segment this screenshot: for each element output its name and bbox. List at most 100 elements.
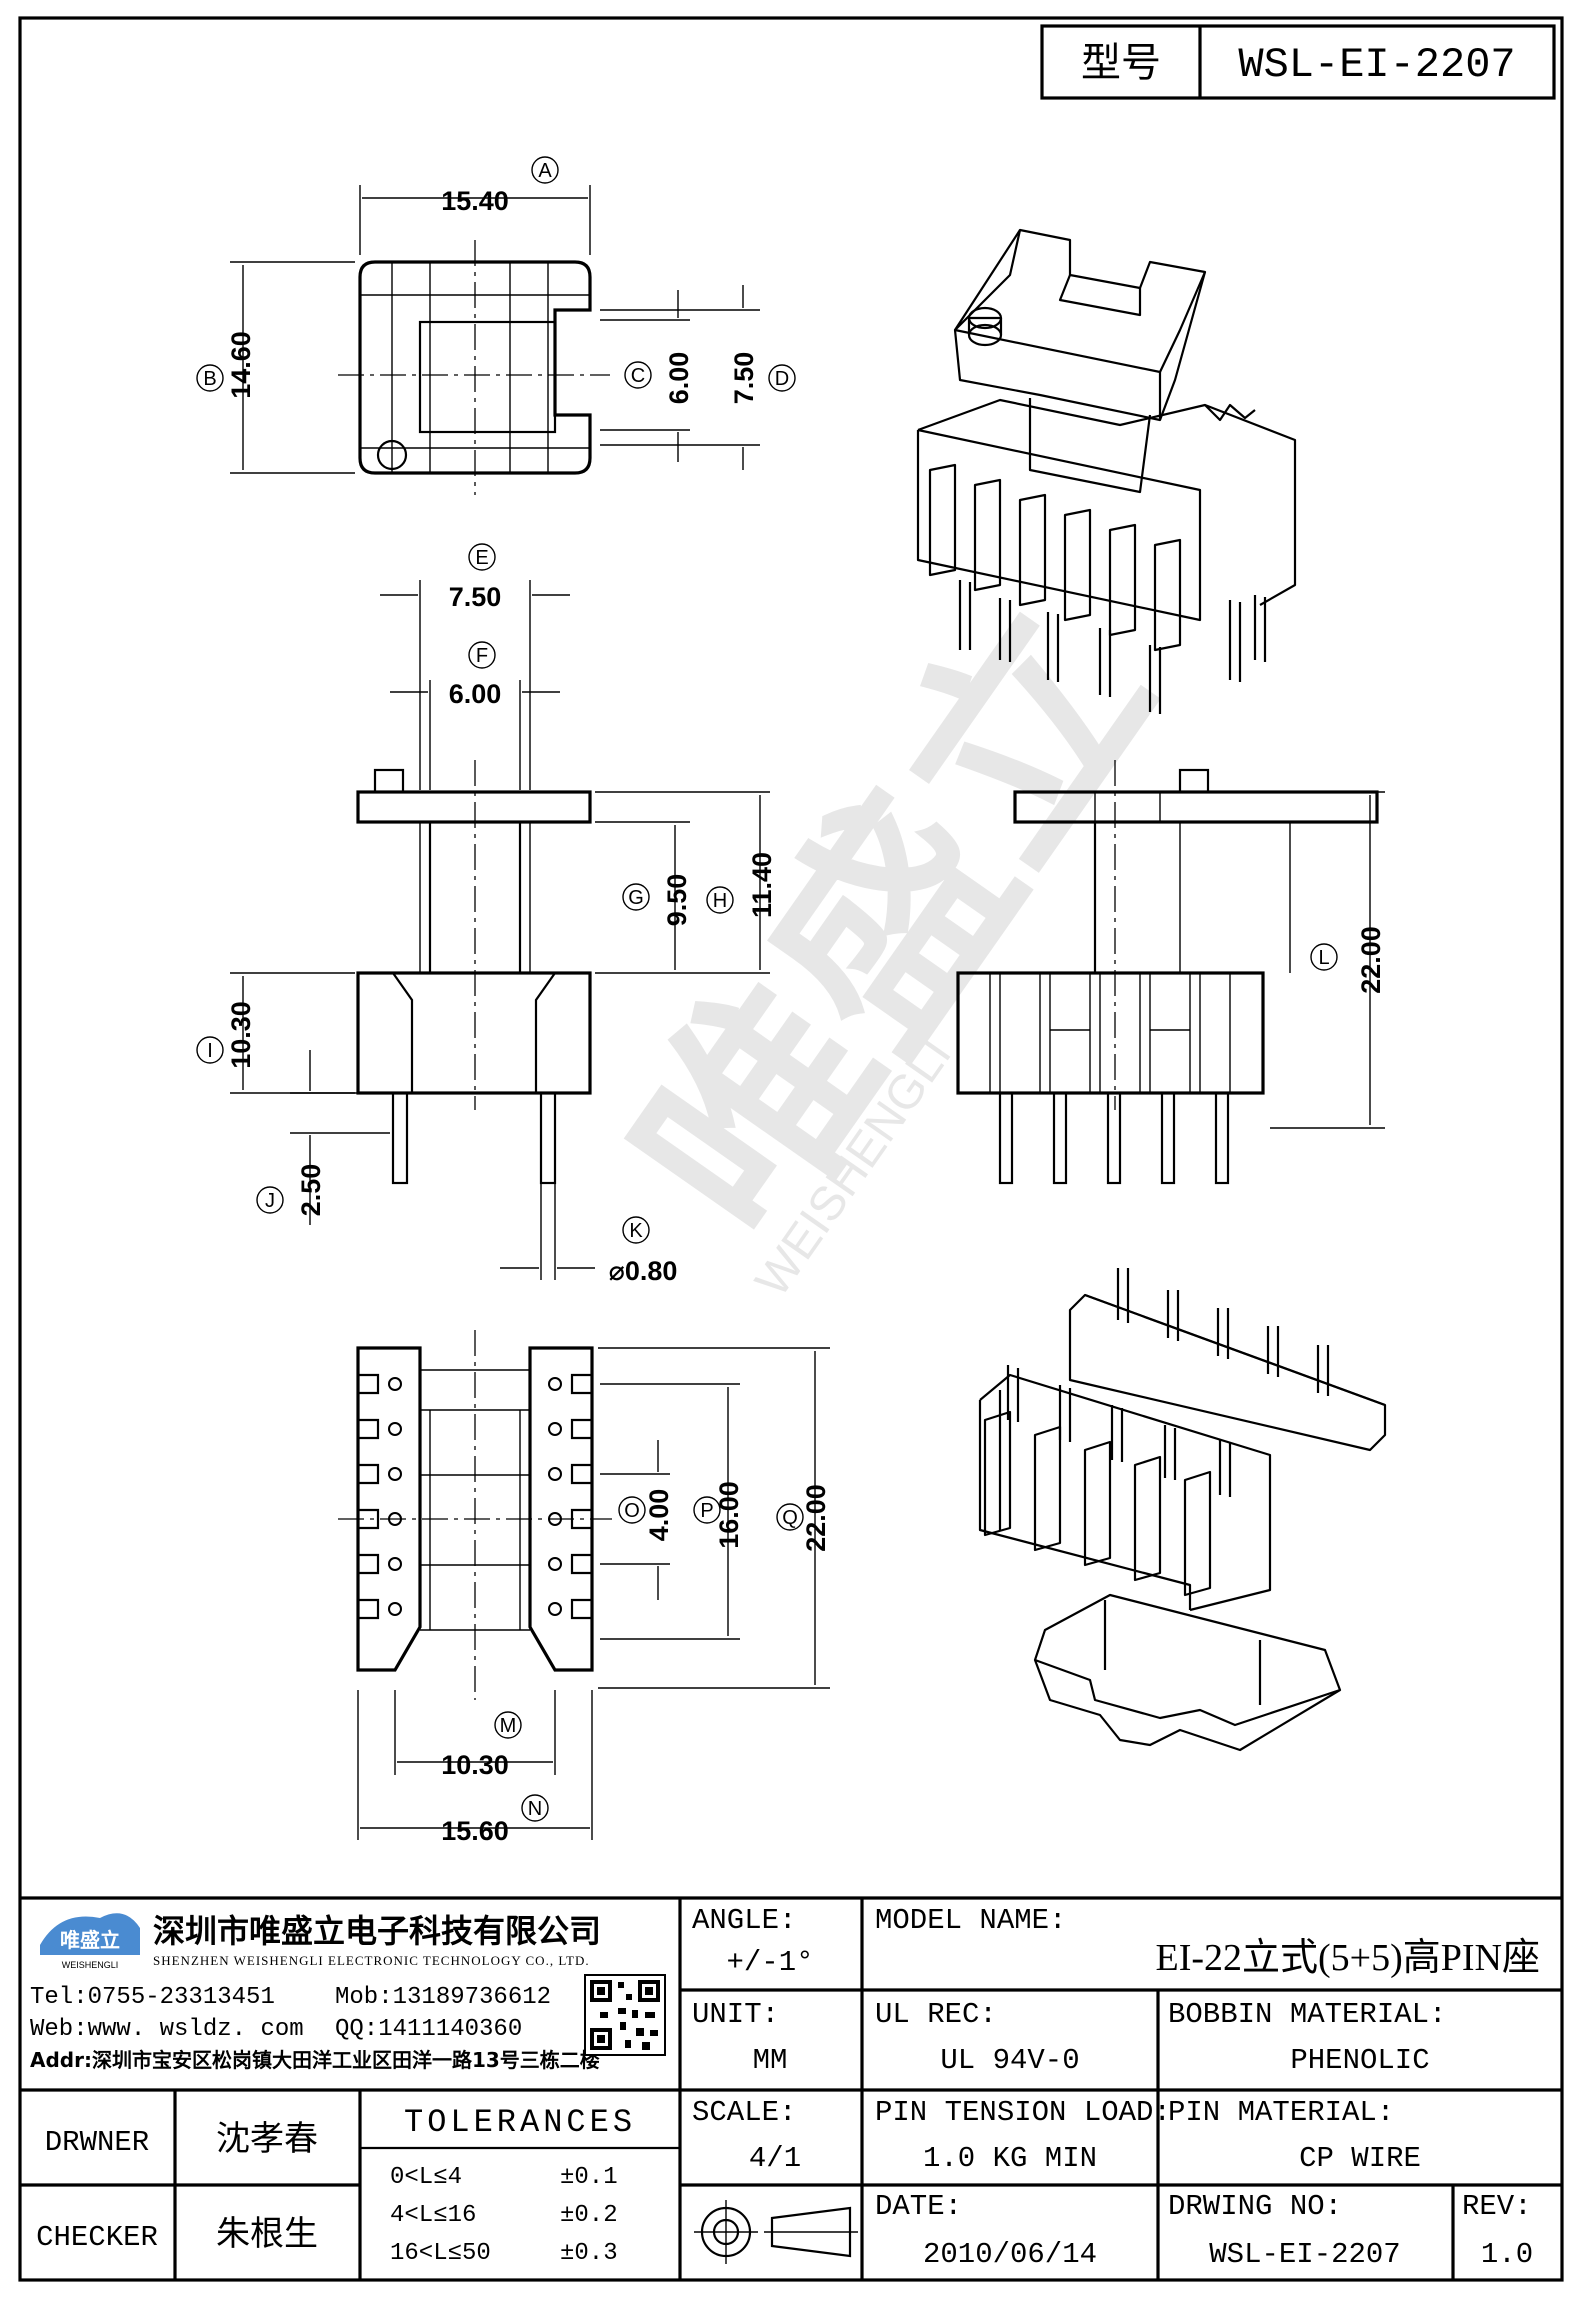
dim-M-value: 10.30: [441, 1750, 509, 1780]
bobbin-material-value: PHENOLIC: [1290, 2044, 1429, 2077]
company-name: 深圳市唯盛立电子科技有限公司: [153, 1912, 601, 1950]
svg-text:L: L: [1318, 947, 1329, 969]
dim-N-value: 15.60: [441, 1816, 509, 1846]
projection-symbol-icon: [694, 2200, 858, 2264]
company-tel: Tel:0755-23313451: [30, 1984, 275, 2011]
dim-J-value: 2.50: [296, 1164, 326, 1217]
dim-I-value: 10.30: [226, 1001, 256, 1069]
svg-text:E: E: [475, 547, 488, 569]
dim-A: 15.40 A: [359, 156, 591, 255]
pin-material-label: PIN MATERIAL:: [1168, 2096, 1394, 2129]
dim-L: 22.00 L: [1270, 791, 1386, 1129]
dim-E-value: 7.50: [449, 582, 502, 612]
svg-text:G: G: [628, 887, 644, 909]
qr-code-icon: [584, 1974, 666, 2056]
svg-text:O: O: [624, 1500, 640, 1522]
company-mob: Mob:13189736612: [335, 1984, 551, 2011]
date-label: DATE:: [875, 2190, 962, 2223]
rev-value: 1.0: [1481, 2238, 1533, 2271]
company-name-en: SHENZHEN WEISHENGLI ELECTRONIC TECHNOLOG…: [153, 1953, 590, 1968]
dim-G-value: 9.50: [662, 874, 692, 927]
scale-value: 4/1: [749, 2142, 801, 2175]
dim-O-P-Q: 4.00 16.00 22.00 O P Q: [598, 1347, 831, 1689]
tol-value-2: ±0.2: [560, 2202, 618, 2229]
watermark: 唯盛立 WEISHENGLI: [586, 563, 1200, 1306]
dim-E: 7.50 E: [380, 543, 570, 790]
tol-range-1: 0<L≤4: [390, 2164, 462, 2191]
scale-label: SCALE:: [692, 2096, 796, 2129]
model-name-value: EI-22立式(5+5)高PIN座: [1156, 1937, 1541, 1979]
svg-text:D: D: [775, 368, 789, 390]
svg-text:J: J: [265, 1190, 275, 1212]
svg-text:Q: Q: [782, 1507, 798, 1529]
angle-label: ANGLE:: [692, 1904, 796, 1937]
svg-text:C: C: [631, 365, 645, 387]
tol-value-3: ±0.3: [560, 2240, 618, 2267]
dim-H-value: 11.40: [747, 852, 777, 918]
svg-text:B: B: [203, 368, 216, 390]
header-model-box: 型号 WSL-EI-2207: [1040, 24, 1556, 100]
unit-value: MM: [753, 2044, 788, 2077]
rev-label: REV:: [1462, 2190, 1532, 2223]
front-view: [356, 760, 592, 1185]
drawing-no-value: WSL-EI-2207: [1209, 2238, 1400, 2271]
tol-value-1: ±0.1: [560, 2164, 618, 2191]
company-web: Web:www. wsldz. com: [30, 2016, 304, 2043]
company-address: Addr:深圳市宝安区松岗镇大田洋工业区田洋一路13号三栋二楼: [30, 2048, 600, 2072]
sheet-border: [18, 16, 1564, 2282]
svg-text:A: A: [538, 160, 552, 182]
angle-value: +/-1°: [726, 1946, 813, 1979]
dim-M: 10.30 M: [394, 1690, 556, 1780]
dim-A-value: 15.40: [441, 186, 509, 216]
dim-C-value: 6.00: [664, 352, 694, 405]
dim-B: 14.60 B: [196, 261, 355, 474]
svg-text:K: K: [629, 1220, 643, 1242]
dim-G-H: 9.50 11.40 G H: [595, 791, 777, 974]
drawer-value: 沈孝春: [216, 2119, 318, 2159]
svg-text:I: I: [207, 1040, 213, 1062]
checker-value: 朱根生: [216, 2214, 318, 2254]
dim-J: 2.50 J: [256, 1050, 390, 1225]
dim-Q-value: 22.00: [801, 1484, 831, 1552]
drawer-label: DRWNER: [45, 2126, 149, 2159]
dim-I: 10.30 I: [196, 972, 355, 1094]
top-view: [338, 240, 610, 495]
ul-rec-value: UL 94V-0: [940, 2044, 1079, 2077]
dim-F-value: 6.00: [449, 679, 502, 709]
dim-F: 6.00 F: [390, 641, 560, 790]
side-view: [956, 760, 1379, 1185]
drawing-no-label: DRWING NO:: [1168, 2190, 1342, 2223]
svg-text:P: P: [700, 1500, 713, 1522]
header-model-label: 型号: [1081, 40, 1161, 86]
company-logo-text: 唯盛立: [60, 1928, 120, 1952]
dim-N: 15.60 N: [357, 1690, 593, 1846]
dim-L-value: 22.00: [1356, 926, 1386, 994]
dim-O-value: 4.00: [644, 1489, 674, 1542]
company-qq: QQ:1411140360: [335, 2016, 522, 2043]
svg-text:N: N: [528, 1798, 542, 1820]
tol-range-2: 4<L≤16: [390, 2202, 476, 2229]
model-name-label: MODEL NAME:: [875, 1904, 1066, 1937]
bobbin-material-label: BOBBIN MATERIAL:: [1168, 1998, 1446, 2031]
pin-tension-label: PIN TENSION LOAD:: [875, 2096, 1171, 2129]
ul-rec-label: UL REC:: [875, 1998, 997, 2031]
company-logo: 唯盛立 WEISHENGLI: [40, 1913, 140, 1970]
dim-D-value: 7.50: [729, 352, 759, 405]
isometric-view-top: [916, 228, 1297, 714]
title-block: 唯盛立 WEISHENGLI 深圳市唯盛立电子科技有限公司 SHENZHEN W…: [20, 1896, 1562, 2280]
unit-label: UNIT:: [692, 1998, 779, 2031]
date-value: 2010/06/14: [923, 2238, 1097, 2271]
company-logo-subtext: WEISHENGLI: [62, 1960, 119, 1970]
dim-C-D: 6.00 7.50 C D: [600, 285, 796, 470]
header-model-number: WSL-EI-2207: [1238, 41, 1515, 89]
pin-tension-value: 1.0 KG MIN: [923, 2142, 1097, 2175]
svg-text:F: F: [476, 645, 488, 667]
isometric-view-bottom: [978, 1268, 1387, 1752]
tolerances-label: TOLERANCES: [404, 2104, 636, 2141]
tol-range-3: 16<L≤50: [390, 2240, 491, 2267]
bottom-view: [338, 1330, 612, 1700]
pin-material-value: CP WIRE: [1299, 2142, 1421, 2175]
dim-B-value: 14.60: [226, 331, 256, 399]
dim-K-value: ⌀0.80: [609, 1256, 678, 1286]
